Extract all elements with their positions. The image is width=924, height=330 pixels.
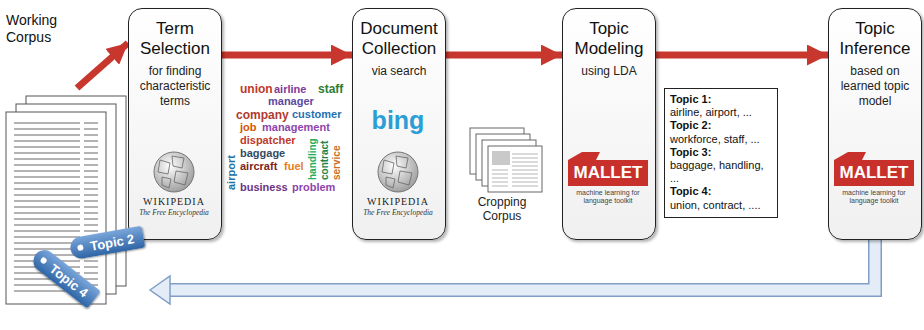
arrow-head [150, 276, 170, 304]
page-image [492, 151, 510, 165]
cloud-term: company [236, 109, 289, 121]
cloud-term: contract [320, 141, 330, 180]
flow-arrow [222, 55, 352, 56]
step-description: for finding characteristic terms [134, 64, 216, 109]
cloud-term: handling [308, 138, 318, 180]
tag-hole [39, 256, 47, 264]
globe [154, 152, 194, 192]
wikipedia-globe [378, 152, 418, 192]
mallet-badge-tab [568, 152, 600, 160]
page [6, 112, 106, 304]
topic-terms: baggage, handling, ... [670, 159, 772, 185]
cloud-term: fuel [284, 161, 304, 172]
tag-label: Topic 2 [89, 231, 135, 254]
mallet-logo [834, 152, 914, 186]
arrow-shaft [222, 52, 352, 59]
cloud-term: aircraft [240, 161, 277, 172]
wikipedia-globe [154, 152, 194, 192]
topic-terms: airline, airport, ... [670, 106, 772, 119]
cloud-term: business [240, 182, 288, 193]
page [488, 146, 542, 192]
step-title: Term Selection [134, 19, 216, 58]
feedback-arrow [150, 240, 875, 304]
topic-heading: Topic 2: [670, 119, 772, 132]
cloud-term: airline [274, 84, 306, 95]
corpus-label: Cropping Corpus [462, 196, 542, 224]
arrow-shaft [77, 43, 128, 88]
arrow-band-outline [168, 240, 875, 290]
mallet-badge-tab [834, 152, 866, 160]
cloud-term: problem [292, 182, 335, 193]
process-box: Document Collection via search [352, 8, 446, 240]
topic-tag: Topic 2 [69, 226, 145, 260]
globe [378, 152, 418, 192]
topic-heading: Topic 1: [670, 93, 772, 106]
step-description: using LDA [568, 64, 650, 79]
flow-arrow [656, 55, 828, 56]
arrow-shaft [446, 52, 562, 59]
mallet-badge [834, 160, 914, 186]
page-text-lines [512, 151, 540, 187]
page-text-lines [492, 168, 510, 187]
flow-arrow [77, 43, 128, 88]
cloud-term: service [332, 146, 342, 180]
cropping-document-stack [470, 128, 542, 192]
mallet-badge [568, 160, 648, 186]
corpus-label: Working Corpus [6, 12, 78, 46]
flow-arrow [446, 55, 562, 56]
cloud-term: airport [226, 155, 237, 190]
cloud-term: baggage [240, 148, 285, 159]
process-box: Term Selection for finding characteristic… [128, 8, 222, 240]
step-description: via search [358, 64, 440, 79]
topic-terms: workforce, staff, ... [670, 133, 772, 146]
topic-terms: union, contract, .... [670, 199, 772, 212]
step-title: Topic Modeling [568, 19, 650, 58]
cloud-term: management [262, 122, 330, 133]
tag-label: Topic 4 [47, 261, 91, 300]
mallet-logo [568, 152, 648, 186]
topic-list-box: Topic 1:airline, airport, ...Topic 2:wor… [664, 88, 778, 218]
topic-heading: Topic 3: [670, 146, 772, 159]
arrow-band [168, 240, 875, 290]
topic-heading: Topic 4: [670, 185, 772, 198]
arrow-shaft [656, 52, 828, 59]
step-title: Topic Inference [834, 19, 916, 58]
step-title: Document Collection [358, 19, 440, 58]
cloud-term: customer [292, 109, 342, 120]
cloud-term: union [240, 83, 273, 95]
process-box: Topic Inference based on learned topic mo… [828, 8, 922, 240]
tag-hole [77, 244, 84, 251]
cloud-term: dispatcher [240, 135, 296, 146]
cloud-term: job [240, 122, 257, 133]
process-box: Topic Modeling using LDA [562, 8, 656, 240]
cloud-term: staff [318, 83, 343, 95]
step-description: based on learned topic model [834, 64, 916, 109]
cloud-term: manager [268, 96, 314, 107]
document-stack [6, 96, 126, 304]
